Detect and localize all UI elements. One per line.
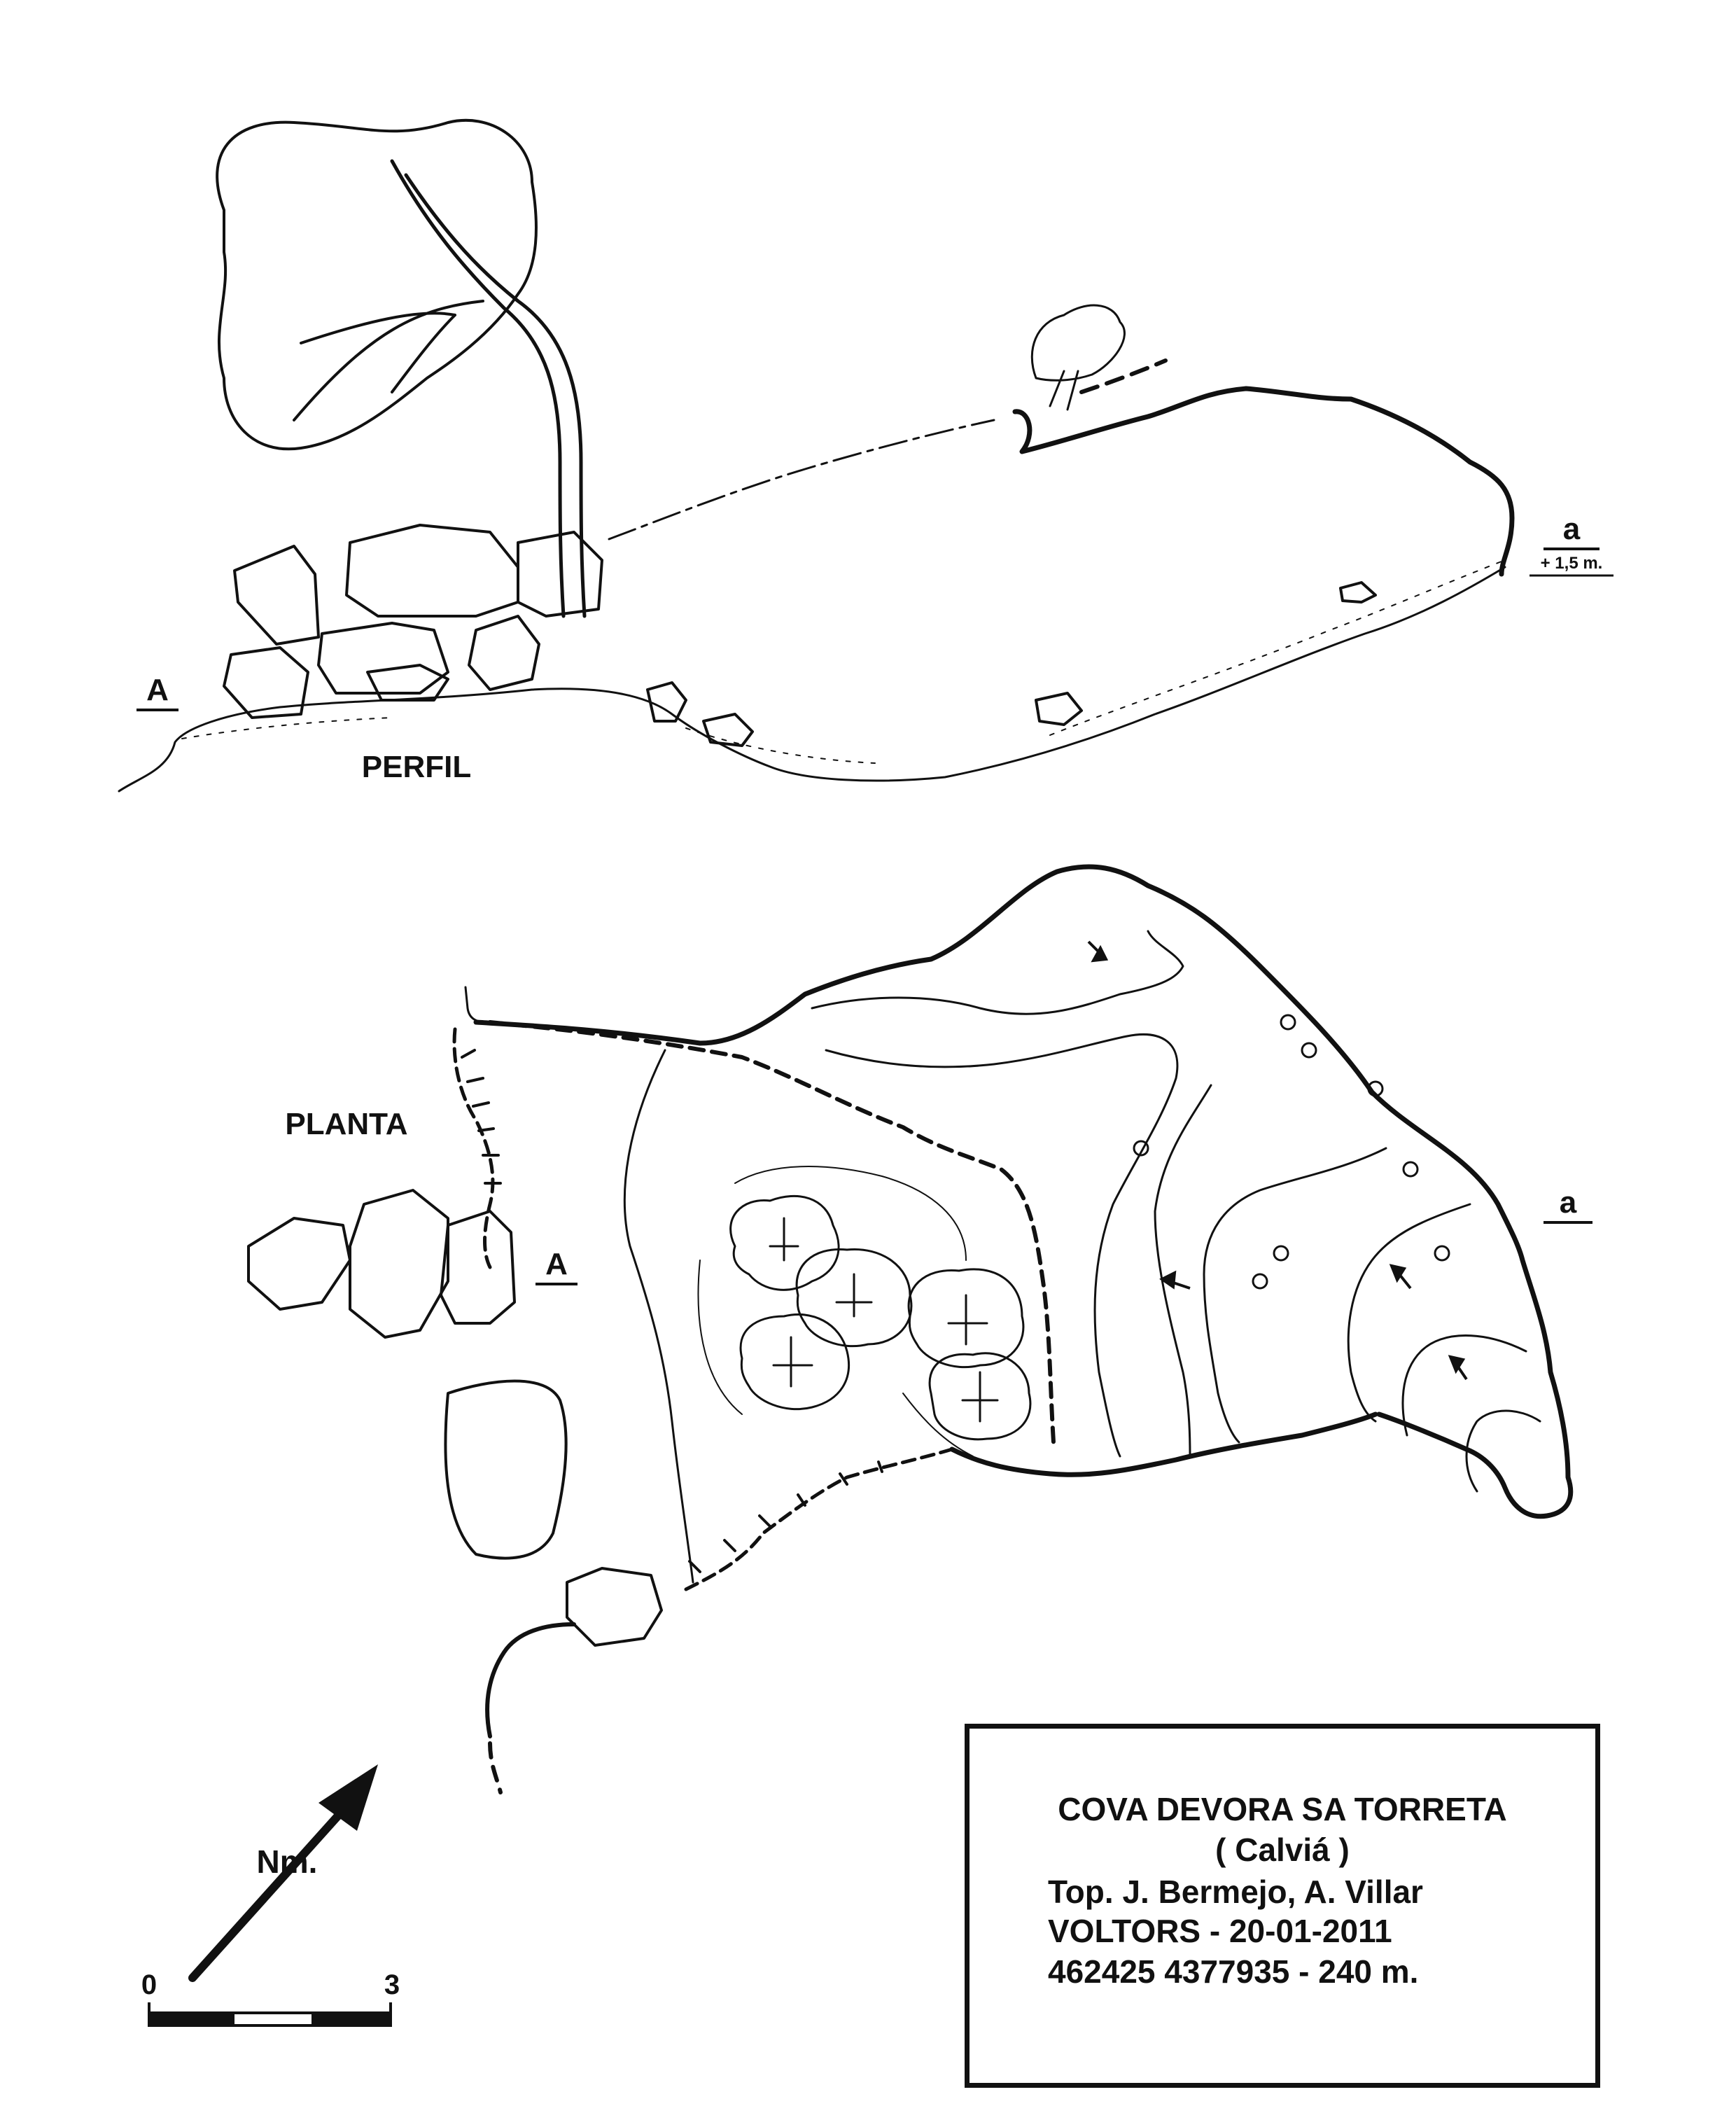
- profile-label: PERFIL: [362, 750, 471, 784]
- profile-boulder: [345, 524, 519, 618]
- profile-boulder: [223, 646, 309, 719]
- plan-boulder: [440, 1210, 516, 1325]
- plan-lower-hatches: [688, 1460, 883, 1573]
- profile-tree-canopy: [216, 118, 538, 451]
- plan-stone: [1252, 1273, 1268, 1290]
- info-coordinates: 462425 4377935 - 240 m.: [1048, 1953, 1419, 1990]
- plan-marker-start: A: [536, 1247, 578, 1285]
- plan-marker-a-label: a: [1560, 1185, 1577, 1220]
- plan-contour: [1347, 1203, 1471, 1423]
- plan-boulders: [247, 1189, 663, 1647]
- plan-contour: [623, 1049, 694, 1584]
- plan-boulder: [566, 1567, 663, 1647]
- profile-boulder: [646, 681, 687, 723]
- profile-marker-A-label: A: [146, 673, 169, 707]
- north-arrow-head: [318, 1764, 378, 1831]
- profile-end-offset: + 1,5 m.: [1541, 554, 1603, 573]
- info-box: COVA DEVORA SA TORRETA ( Calviá ) Top. J…: [965, 1724, 1600, 2088]
- profile-tree-trunk: [390, 159, 566, 618]
- plan-bush: [907, 1268, 1025, 1369]
- plan-bush: [739, 1313, 850, 1411]
- plan-lower-wall-dash: [488, 1741, 503, 1794]
- profile-marker-a-label: a: [1563, 512, 1581, 546]
- plan-stone: [1434, 1245, 1450, 1262]
- plan-stone: [1402, 1161, 1419, 1178]
- plan-stone: [1273, 1245, 1289, 1262]
- profile-entrance-dash: [1079, 358, 1168, 394]
- scale-bar-segment-3: [312, 2013, 391, 2025]
- plan-bush: [928, 1352, 1032, 1441]
- plan-arrow: [1389, 1264, 1412, 1290]
- plan-arrow: [1448, 1355, 1468, 1381]
- plan-outer-wall: [473, 864, 1574, 1519]
- plan-arrow: [1087, 940, 1109, 963]
- info-municipality: ( Calviá ): [1215, 1832, 1350, 1868]
- plan-entrance-edge: [452, 1027, 495, 1269]
- plan-arrow: [1159, 1270, 1191, 1290]
- scale-bar-min-label: 0: [141, 1969, 157, 2000]
- profile-boulder: [317, 622, 449, 695]
- plan-marker-end: a: [1544, 1185, 1592, 1224]
- profile-boulder: [702, 713, 754, 747]
- plan-bush: [729, 1195, 840, 1291]
- profile-boulder: [1035, 692, 1083, 726]
- plan-slope-arrows: [1087, 940, 1468, 1381]
- plan-small-stones: [1133, 1014, 1450, 1290]
- profile-boulder: [1339, 581, 1377, 604]
- profile-boulder: [366, 664, 449, 702]
- plan-bushes: [729, 1195, 1032, 1441]
- plan-boulder: [247, 1217, 351, 1311]
- plan-entrance-hatches: [461, 1049, 502, 1185]
- plan-south-wall: [949, 1411, 1378, 1477]
- plan-boulder: [349, 1189, 449, 1339]
- profile-boulder: [233, 545, 320, 646]
- plan-dripline-dashed: [488, 1020, 1056, 1444]
- profile-tree-trunk-right: [404, 173, 587, 618]
- plan-lower-wall: [485, 1622, 576, 1738]
- north-arrow: Nm.: [188, 1764, 378, 1982]
- plan-stone: [1301, 1042, 1317, 1059]
- profile-ground-line: [118, 566, 1506, 793]
- plan-contour: [1465, 1409, 1541, 1493]
- profile-small-tree: [1030, 304, 1126, 411]
- profile-tree-branch: [293, 300, 484, 421]
- info-club-date: VOLTORS - 20-01-2011: [1048, 1913, 1392, 1949]
- profile-section: A a + 1,5 m. PERFIL: [118, 118, 1614, 793]
- profile-boulder: [517, 531, 603, 618]
- profile-floor-stipple: [181, 559, 1506, 764]
- plan-marker-A-label: A: [545, 1247, 568, 1281]
- plan-boulder-outline: [444, 1379, 568, 1560]
- scale-bar: 0 3: [141, 1969, 400, 2027]
- scale-bar-max-label: 3: [384, 1969, 400, 2000]
- profile-cave-wall: [1012, 386, 1515, 577]
- north-arrow-label: Nm.: [257, 1843, 318, 1880]
- profile-ceiling-line: [608, 419, 995, 541]
- plan-contour: [811, 930, 1184, 1015]
- info-surveyors: Top. J. Bermejo, A. Villar: [1048, 1874, 1423, 1910]
- plan-section: PLANTA A a: [247, 864, 1592, 1794]
- plan-contour: [1401, 1334, 1527, 1437]
- scale-bar-segment-1: [149, 2013, 234, 2025]
- plan-stone: [1367, 1080, 1384, 1097]
- plan-contour: [825, 1033, 1179, 1458]
- info-title: COVA DEVORA SA TORRETA: [1058, 1791, 1507, 1827]
- plan-contour: [1203, 1147, 1387, 1444]
- plan-bush: [795, 1248, 913, 1348]
- plan-stone: [1280, 1014, 1296, 1031]
- plan-lower-edge: [684, 1447, 954, 1591]
- profile-marker-end: a + 1,5 m.: [1530, 512, 1614, 577]
- plan-entrance-tip: [464, 986, 491, 1025]
- profile-boulders: [223, 524, 1377, 747]
- profile-boulder: [468, 615, 540, 691]
- profile-marker-start: A: [136, 673, 178, 711]
- plan-stone: [1133, 1140, 1149, 1157]
- plan-contour-faint: [697, 1166, 974, 1457]
- plan-label: PLANTA: [285, 1107, 407, 1141]
- plan-contour: [1154, 1084, 1212, 1458]
- north-arrow-shaft: [188, 1802, 351, 1982]
